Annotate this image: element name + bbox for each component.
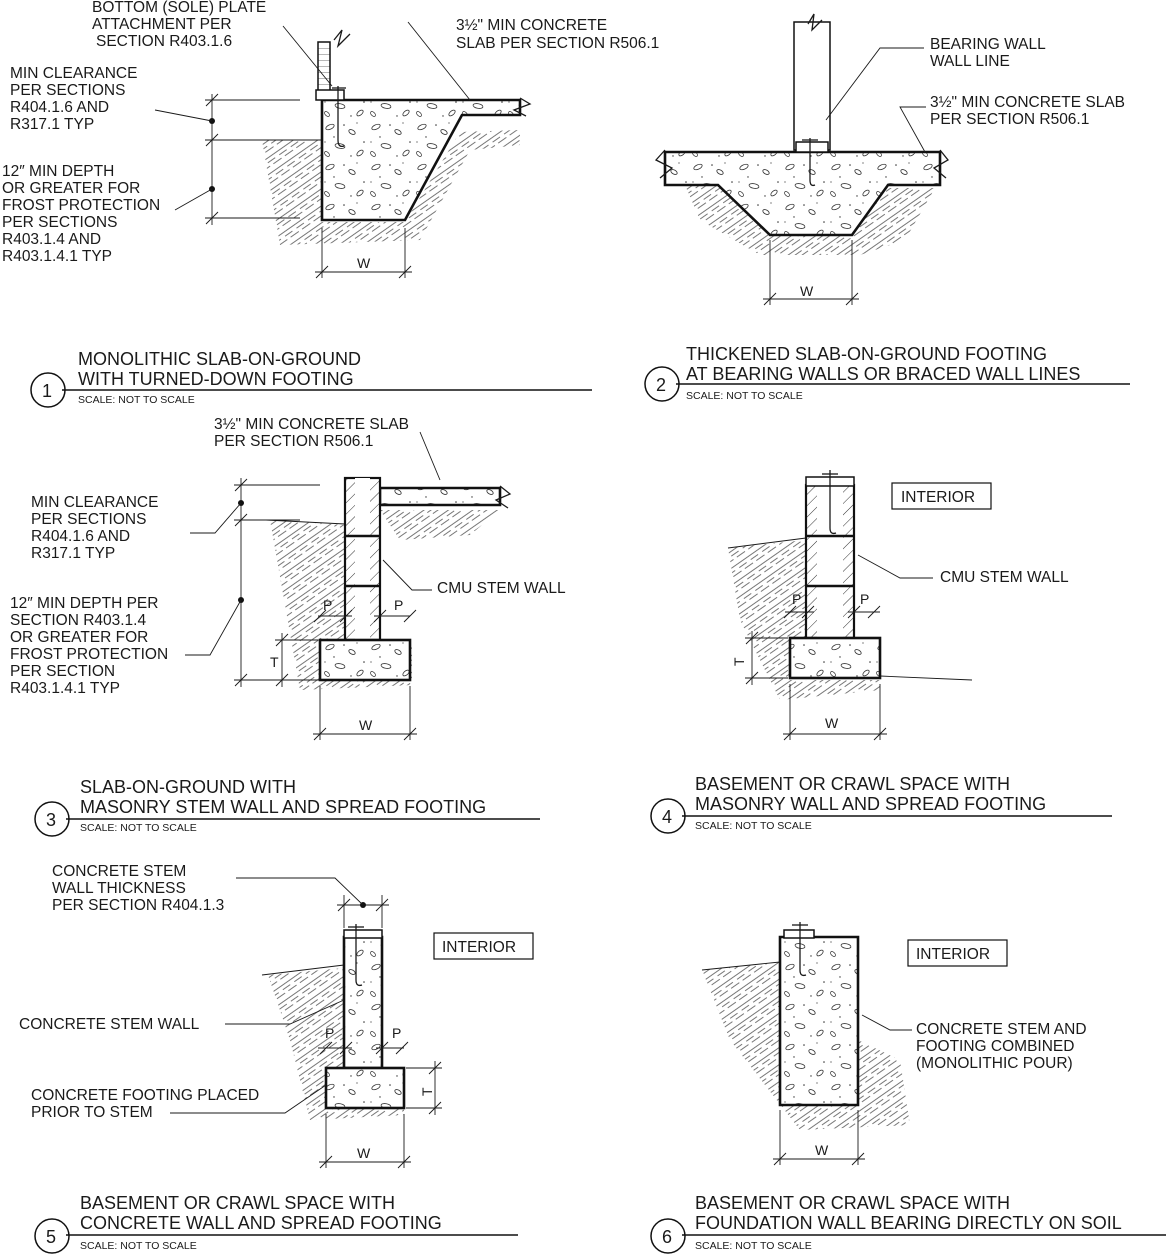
detail-3-cmu-note: CMU STEM WALL [437, 580, 566, 597]
detail-2-title-line1: THICKENED SLAB-ON-GROUND FOOTING [686, 344, 1047, 364]
detail-4-basement-masonry: T W P P INTERIOR CMU STEM WALL 4 BASEMEN… [650, 470, 1112, 834]
detail-5-interior-box [433, 932, 534, 960]
detail-1-number: 1 [42, 381, 52, 401]
detail-3-title-line2: MASONRY STEM WALL AND SPREAD FOOTING [80, 797, 486, 817]
detail-3-p-left: P [323, 597, 332, 613]
detail-4-interior-box [891, 482, 992, 510]
detail-3-width-label: W [359, 717, 373, 733]
detail-5-scale: SCALE: NOT TO SCALE [80, 1240, 197, 1252]
detail-5-footing-note: CONCRETE FOOTING PLACED PRIOR TO STEM [31, 1087, 264, 1121]
detail-4-p-right: P [860, 591, 869, 607]
detail-4-cmu-note: CMU STEM WALL [940, 569, 1069, 586]
detail-4-width-label: W [825, 715, 839, 731]
detail-2-bearing-note: BEARING WALL WALL LINE [930, 36, 1049, 70]
detail-5-p-right: P [392, 1025, 401, 1041]
detail-2-thickened-slab: W BEARING WALL WALL LINE 3½" MIN CONCRET… [644, 13, 1130, 402]
detail-6-interior-label: INTERIOR [916, 946, 990, 963]
detail-1-clearance-note: MIN CLEARANCE PER SECTIONS R404.1.6 AND … [10, 65, 142, 133]
detail-1-scale: SCALE: NOT TO SCALE [78, 394, 195, 406]
detail-3-scale: SCALE: NOT TO SCALE [80, 822, 197, 834]
detail-1-depth-note: 12″ MIN DEPTH OR GREATER FOR FROST PROTE… [2, 163, 164, 265]
detail-1-sole-plate-note: BOTTOM (SOLE) PLATE ATTACHMENT PER SECTI… [92, 0, 271, 50]
detail-4-p-left: P [792, 591, 801, 607]
detail-5-thickness-label: T [419, 1087, 435, 1096]
detail-1-slab-note: 3½" MIN CONCRETE SLAB PER SECTION R506.1 [456, 17, 659, 52]
detail-3-p-right: P [394, 597, 403, 613]
detail-5-number-badge [34, 1218, 70, 1254]
detail-2-number: 2 [656, 375, 666, 395]
detail-3-clearance-note: MIN CLEARANCE PER SECTIONS R404.1.6 AND … [31, 494, 163, 562]
detail-6-interior-box [907, 939, 1008, 967]
detail-4-scale: SCALE: NOT TO SCALE [695, 820, 812, 832]
detail-3-title-line1: SLAB-ON-GROUND WITH [80, 777, 296, 797]
detail-3-depth-note: 12″ MIN DEPTH PER SECTION R403.1.4 OR GR… [10, 595, 172, 697]
detail-1-monolithic-slab: W BOTTOM (SOLE) PLATE ATTACHMENT PER SEC… [2, 0, 659, 408]
detail-4-title-line1: BASEMENT OR CRAWL SPACE WITH [695, 774, 1010, 794]
detail-6-title-line2: FOUNDATION WALL BEARING DIRECTLY ON SOIL [695, 1213, 1122, 1233]
detail-2-width-label: W [800, 283, 814, 299]
detail-3-number: 3 [46, 810, 56, 830]
detail-5-width-label: W [357, 1145, 371, 1161]
detail-1-width-label: W [357, 255, 371, 271]
detail-4-thickness-label: T [731, 657, 747, 666]
detail-5-p-left: P [325, 1025, 334, 1041]
detail-5-basement-concrete: T W P P INTERIOR CONCRETE STEM WALL THIC… [19, 863, 534, 1254]
detail-6-title-line1: BASEMENT OR CRAWL SPACE WITH [695, 1193, 1010, 1213]
detail-5-thickness-note: CONCRETE STEM WALL THICKNESS PER SECTION… [52, 863, 224, 914]
detail-3-thickness-label: T [270, 654, 279, 670]
detail-6-number: 6 [662, 1227, 672, 1247]
detail-4-interior-label: INTERIOR [901, 489, 975, 506]
detail-2-scale: SCALE: NOT TO SCALE [686, 390, 803, 402]
detail-5-stem-note: CONCRETE STEM WALL [19, 1016, 200, 1033]
detail-2-title-line2: AT BEARING WALLS OR BRACED WALL LINES [686, 364, 1080, 384]
detail-5-interior-label: INTERIOR [442, 939, 516, 956]
detail-6-number-badge [650, 1218, 686, 1254]
detail-6-width-label: W [815, 1142, 829, 1158]
detail-6-monolithic-wall: W INTERIOR CONCRETE STEM AND FOOTING COM… [650, 922, 1166, 1254]
detail-5-title-line2: CONCRETE WALL AND SPREAD FOOTING [80, 1213, 442, 1233]
detail-5-number: 5 [46, 1227, 56, 1247]
detail-4-number: 4 [662, 807, 672, 827]
detail-3-slab-masonry-stem: T W P P 3½" MIN CONCRETE SLAB PER SECTIO… [10, 416, 566, 837]
detail-5-title-line1: BASEMENT OR CRAWL SPACE WITH [80, 1193, 395, 1213]
detail-6-scale: SCALE: NOT TO SCALE [695, 1240, 812, 1252]
detail-6-combined-note: CONCRETE STEM AND FOOTING COMBINED (MONO… [916, 1021, 1091, 1072]
detail-1-title-line1: MONOLITHIC SLAB-ON-GROUND [78, 349, 361, 369]
detail-2-slab-note: 3½" MIN CONCRETE SLAB PER SECTION R506.1 [930, 94, 1129, 128]
detail-1-title-line2: WITH TURNED-DOWN FOOTING [78, 369, 354, 389]
detail-4-title-line2: MASONRY WALL AND SPREAD FOOTING [695, 794, 1046, 814]
detail-3-slab-note: 3½" MIN CONCRETE SLAB PER SECTION R506.1 [214, 416, 413, 450]
